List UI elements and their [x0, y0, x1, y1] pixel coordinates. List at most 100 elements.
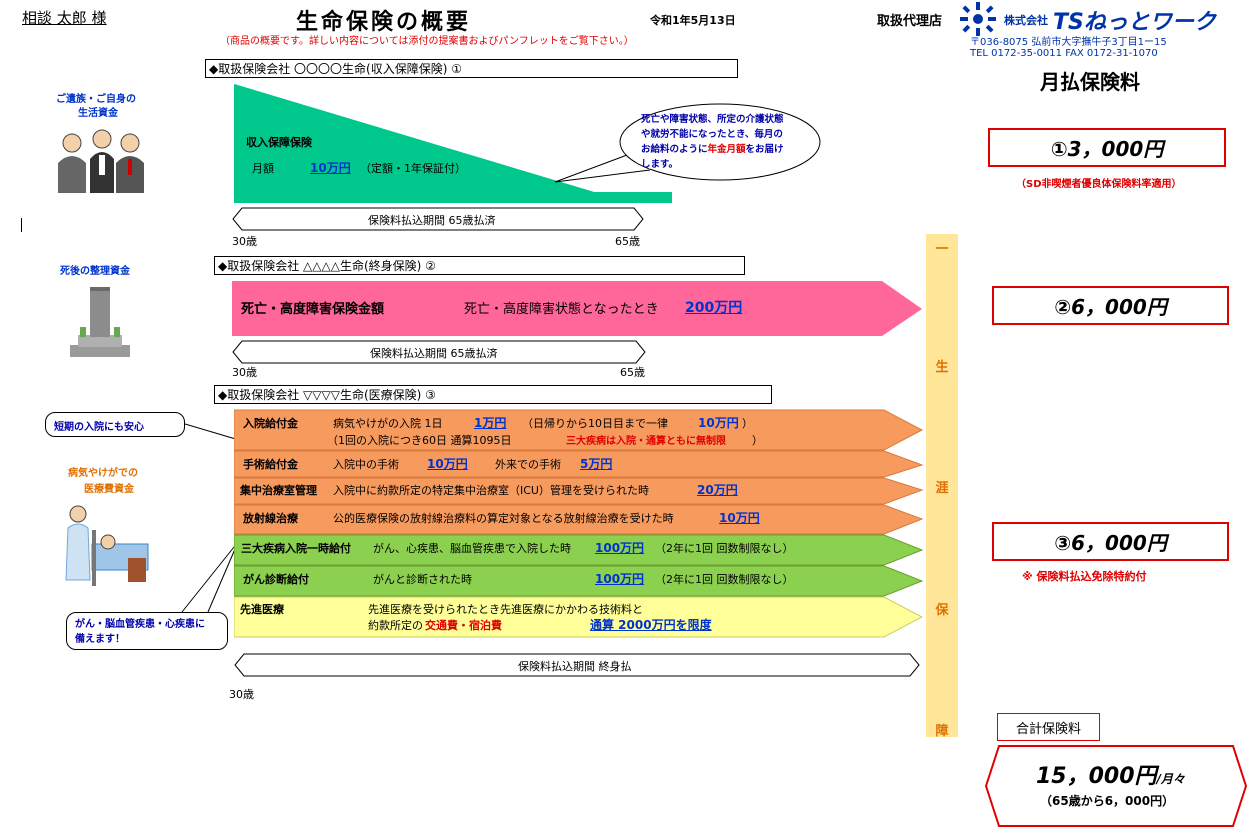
family-illustration-icon — [58, 129, 144, 193]
company-address: 〒036-8075 弘前市大字撫牛子3丁目1ー15 — [970, 37, 1167, 48]
benefit-inpatient-limit-close: ） — [752, 434, 763, 447]
benefit-inpatient-name: 入院給付金 — [243, 417, 298, 430]
section1-callout-line-4: します。 — [641, 159, 679, 170]
section3-callout-cancer: がん・脳血管疾患・心疾患に 備えます！ — [66, 612, 228, 650]
benefit-inpatient-limit: （1回の入院につき60日 通算1095日 — [327, 434, 512, 447]
benefit-radiation-text: 公的医療保険の放射線治療料の算定対象となる放射線治療を受けた時 — [333, 512, 674, 525]
section2-product: 死亡・高度障害保険金額 — [241, 302, 385, 317]
benefit-inpatient-unlimited: 三大疾病は入院・通算ともに無制限 — [566, 436, 726, 447]
benefit-surgery-name: 手術給付金 — [243, 458, 298, 471]
company-prefix: 株式会社 — [1004, 14, 1048, 27]
section3-header: ◆取扱保険会社 ▽▽▽▽生命(医療保険) ③ — [214, 385, 772, 404]
benefit-inpatient-amount: 1万円 — [474, 416, 507, 430]
benefit-cancer-name: がん診断給付 — [243, 573, 309, 586]
page-subtitle: （商品の概要です。詳しい内容については添付の提案書およびパンフレットをご覧下さい… — [220, 36, 634, 47]
benefit-surgery-amount2: 5万円 — [580, 457, 613, 471]
section1-side-label-2: 生活資金 — [78, 108, 118, 119]
section3-premium-note: ※ 保険料払込免除特約付 — [1022, 570, 1147, 583]
text-cursor — [21, 218, 22, 232]
section1-premium-note: （SD非喫煙者優良体保険料率適用） — [1016, 179, 1182, 190]
section2-pink-arrow — [232, 281, 922, 336]
benefit-icu-text: 入院中に約款所定の特定集中治療室（ICU）管理を受けられた時 — [333, 484, 649, 497]
hospital-illustration-icon — [65, 505, 149, 586]
section1-monthly-note: （定額・1年保証付） — [360, 162, 466, 175]
company-name: TSねっとワーク — [1053, 10, 1216, 35]
total-frame — [985, 745, 1247, 827]
section1-period-text: 保険料払込期間 65歳払済 — [368, 214, 496, 227]
lifetime-char-1: 一 — [935, 242, 949, 257]
section3-period-text: 保険料払込期間 終身払 — [518, 660, 632, 673]
grave-illustration-icon — [70, 287, 130, 357]
lifetime-char-3: 涯 — [935, 481, 949, 496]
benefit-surgery-text: 入院中の手術 — [333, 458, 399, 471]
section1-header: ◆取扱保険会社 〇〇〇〇生命(収入保障保険) ① — [205, 59, 738, 78]
section2-premium: ②6，000円 — [992, 286, 1229, 325]
benefit-radiation-name: 放射線治療 — [243, 512, 298, 525]
section2-header: ◆取扱保険会社 △△△△生命(終身保険) ② — [214, 256, 745, 275]
benefit-inpatient-close: ） — [742, 417, 753, 430]
section2-period-arrow — [232, 340, 646, 364]
lifetime-char-2: 生 — [935, 360, 949, 375]
total-note: （65歳から6，000円） — [1040, 794, 1175, 808]
agency-label: 取扱代理店 — [877, 14, 943, 29]
benefit-cancer-note: （2年に1回 回数制限なし） — [655, 573, 794, 586]
section2-age-end: 65歳 — [620, 366, 645, 379]
section1-period-arrow — [232, 207, 644, 231]
section1-age-start: 30歳 — [232, 235, 257, 248]
lifetime-char-5: 障 — [935, 724, 949, 739]
premium-heading: 月払保険料 — [1040, 70, 1140, 94]
benefit-icu-amount: 20万円 — [697, 483, 738, 497]
benefit-icu-name: 集中治療室管理 — [240, 484, 317, 497]
income-protection-chart — [234, 84, 672, 203]
benefit-cancer-amount: 100万円 — [595, 572, 645, 586]
total-amount-unit: /月々 — [1156, 772, 1185, 786]
section1-callout-bubble — [554, 103, 821, 183]
benefit-advanced-text: 先進医療を受けられたとき先進医療にかかわる技術料と — [368, 603, 643, 616]
section1-monthly-label: 月額 — [252, 162, 274, 175]
callout-cancer-pointer — [181, 541, 239, 613]
callout-text-highlight: 年金月額 — [707, 144, 746, 155]
callout-cancer-line-1: がん・脳血管疾患・心疾患に — [75, 619, 205, 630]
lifetime-char-4: 保 — [935, 603, 949, 618]
section3-benefit-arrows — [234, 409, 924, 638]
total-label-box: 合計保険料 — [997, 713, 1100, 741]
benefit-inpatient-amount2: 10万円 — [698, 416, 739, 430]
section2-age-start: 30歳 — [232, 366, 257, 379]
total-amount-value: 15，000円 — [1036, 764, 1157, 789]
callout-text-c: をお届け — [745, 144, 784, 155]
company-logo-icon — [960, 2, 996, 36]
company-tel-fax: TEL 0172-35-0011 FAX 0172-31-1070 — [970, 48, 1158, 59]
section1-monthly-amount: 10万円 — [310, 161, 351, 175]
benefit-advanced-travel: 交通費・宿泊費 — [425, 619, 502, 632]
section3-premium: ③6，000円 — [992, 522, 1229, 561]
section3-callout-short-stay: 短期の入院にも安心 — [45, 412, 185, 437]
section3-period-arrow — [234, 653, 920, 677]
callout-cancer-line-2: 備えます！ — [75, 634, 125, 645]
total-amount: 15，000円/月々 — [1036, 758, 1185, 790]
section2-side-label: 死後の整理資金 — [60, 266, 130, 277]
benefit-inpatient-text2: （日帰りから10日目まで一律 — [522, 417, 668, 430]
benefit-major-disease-amount: 100万円 — [595, 541, 645, 555]
section1-age-end: 65歳 — [615, 235, 640, 248]
benefit-advanced-amount: 通算 2000万円を限度 — [590, 618, 712, 632]
page-title: 生命保険の概要 — [296, 10, 472, 35]
section3-side-label-1: 病気やけがでの — [68, 468, 138, 479]
section1-product: 収入保障保険 — [246, 136, 312, 149]
document-date: 令和1年5月13日 — [650, 14, 736, 27]
customer-name: 相談 太郎 様 — [22, 9, 107, 27]
section1-callout-line-3: お給料のように年金月額をお届け — [641, 141, 784, 155]
section3-age-start: 30歳 — [229, 688, 254, 701]
section1-premium: ①3，000円 — [988, 128, 1226, 167]
callout-pointer-line — [185, 423, 240, 441]
benefit-cancer-text: がんと診断された時 — [373, 573, 472, 586]
benefit-major-disease-text: がん、心疾患、脳血管疾患で入院した時 — [373, 542, 571, 555]
benefit-radiation-amount: 10万円 — [719, 511, 760, 525]
benefit-inpatient-text: 病気やけがの入院 1日 — [333, 417, 443, 430]
section2-condition: 死亡・高度障害状態となったとき — [464, 302, 659, 317]
benefit-major-disease-name: 三大疾病入院一時給付 — [241, 542, 351, 555]
section1-callout-line-2: や就労不能になったとき、毎月の — [641, 129, 783, 140]
benefit-surgery-outpatient: 外来での手術 — [495, 458, 561, 471]
benefit-advanced-text-b: 約款所定の — [368, 619, 423, 632]
section2-amount: 200万円 — [685, 300, 743, 316]
section2-period-text: 保険料払込期間 65歳払済 — [370, 347, 498, 360]
